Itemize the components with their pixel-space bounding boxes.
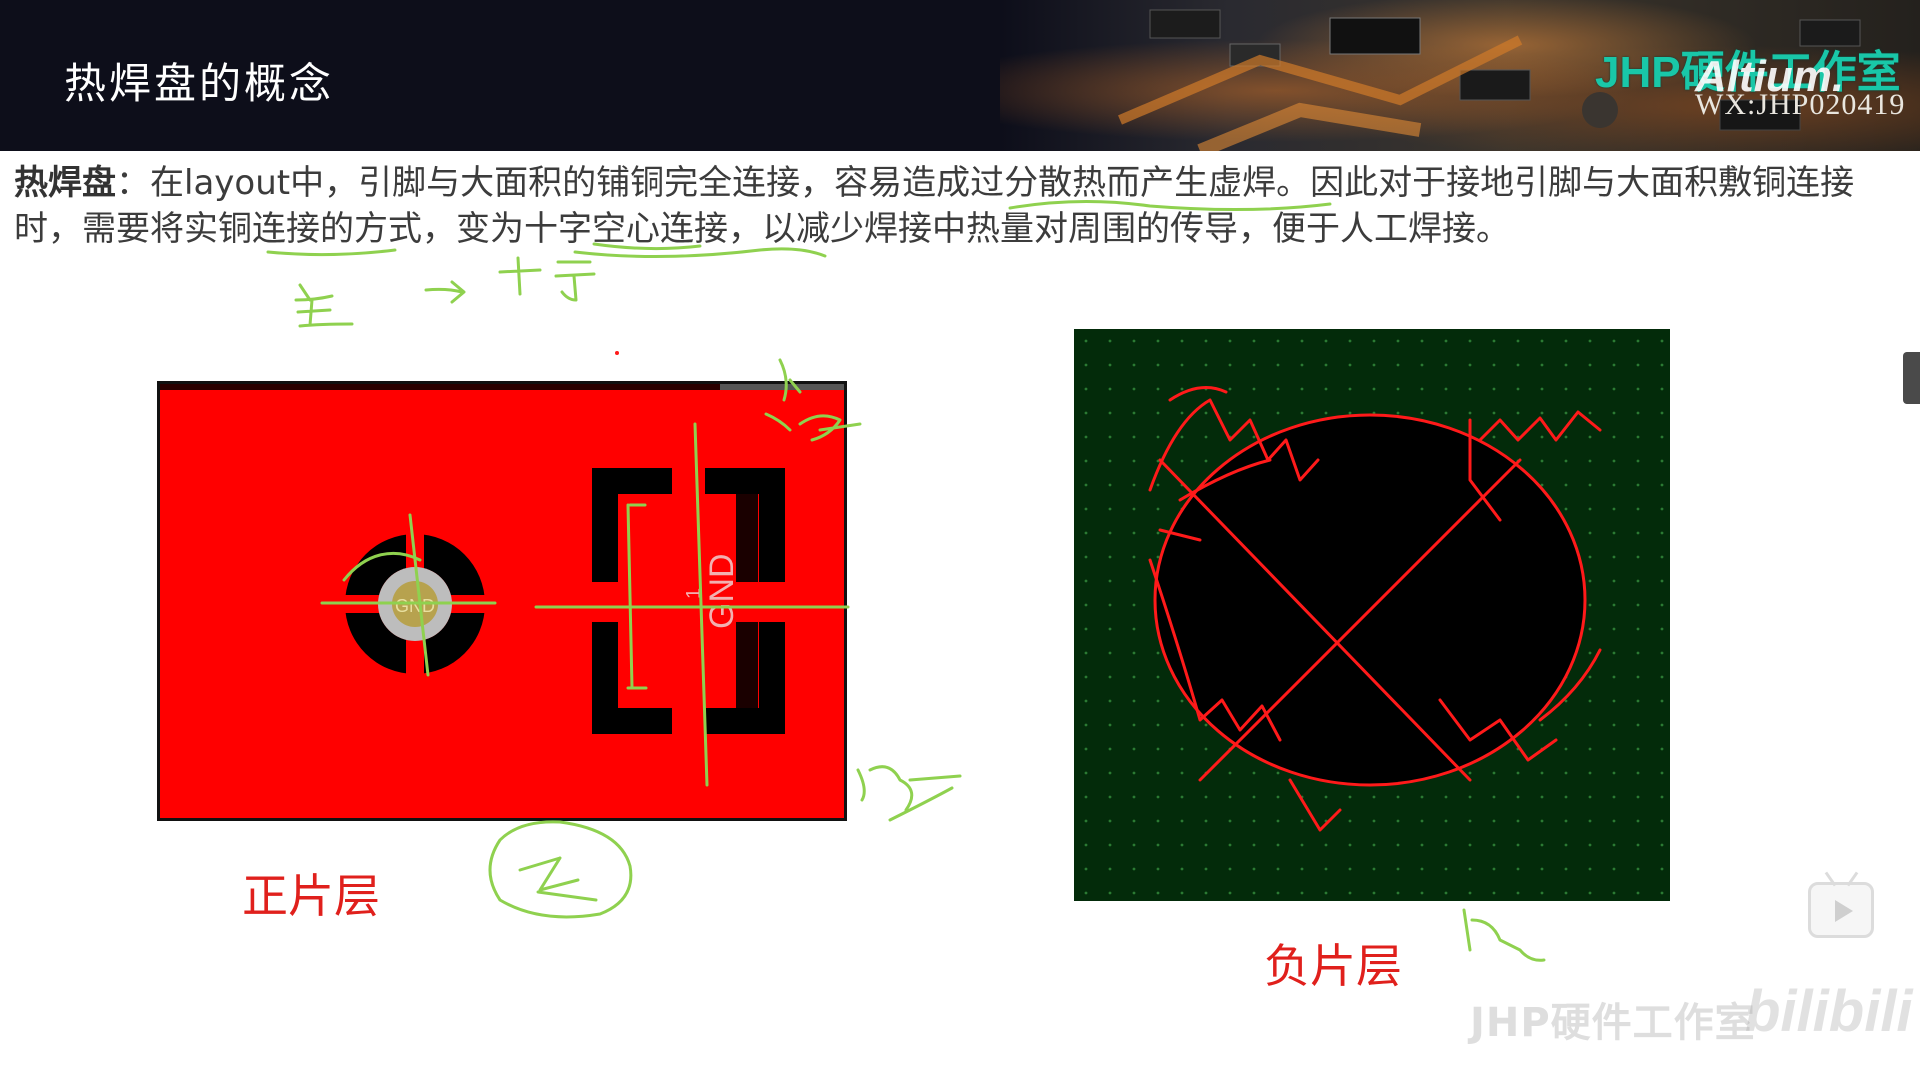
bilibili-logo: bilibili	[1745, 979, 1913, 1044]
green-arrow-note	[294, 256, 596, 328]
definition-paragraph: 热焊盘：在layout中，引脚与大面积的铺铜完全连接，容易造成过分散热而产生虚焊…	[14, 160, 1914, 252]
header-circuit-photo	[1000, 0, 1920, 151]
definition-text: ：在layout中，引脚与大面积的铺铜完全连接，容易造成过分散热而产生虚焊。因此…	[14, 163, 1855, 249]
pcb-net-label: GND	[703, 553, 741, 629]
altium-logo-text: Altium.	[1695, 52, 1845, 101]
definition-term: 热焊盘	[14, 163, 116, 203]
negative-layer-caption: 负片层	[1264, 939, 1402, 993]
positive-layer-caption: 正片层	[242, 869, 380, 923]
page-title: 热焊盘的概念	[64, 59, 335, 108]
red-dot-mark	[615, 351, 619, 355]
channel-watermark: JHP硬件工作室	[1470, 1000, 1756, 1046]
tv-play-icon[interactable]	[1808, 871, 1874, 938]
antenna-left	[1824, 871, 1837, 887]
thermal-relief-pad: GND	[335, 524, 495, 684]
pad-net-label: GND	[395, 596, 435, 616]
brand-logo-text: JHP硬件工作室	[1595, 48, 1901, 97]
pad-net-label-negative: GND	[1339, 616, 1406, 649]
pin-number-label: 1	[683, 588, 705, 599]
wechat-id: WX:JHP020419	[1695, 88, 1906, 121]
pad-number-label: 1-4	[1359, 586, 1397, 616]
negative-layer-graphic: 1-4 GND	[1074, 329, 1670, 901]
negative-thermal-relief: 1-4 GND	[1203, 445, 1541, 783]
positive-layer-pcb: GND GND 1	[157, 381, 847, 821]
circuit-board-graphic	[1118, 9, 1861, 151]
negative-layer-pcb: 1-4 GND	[1074, 329, 1670, 901]
smd-pad-outline	[592, 468, 785, 734]
antenna-right	[1846, 871, 1859, 887]
positive-layer-graphic: GND GND 1	[160, 384, 844, 734]
header-banner: 热焊盘的概念 JHP硬件工作室 Altium. WX:JHP020419	[0, 0, 1920, 151]
play-triangle-icon	[1835, 900, 1853, 922]
scrollbar-handle[interactable]	[1903, 352, 1920, 404]
